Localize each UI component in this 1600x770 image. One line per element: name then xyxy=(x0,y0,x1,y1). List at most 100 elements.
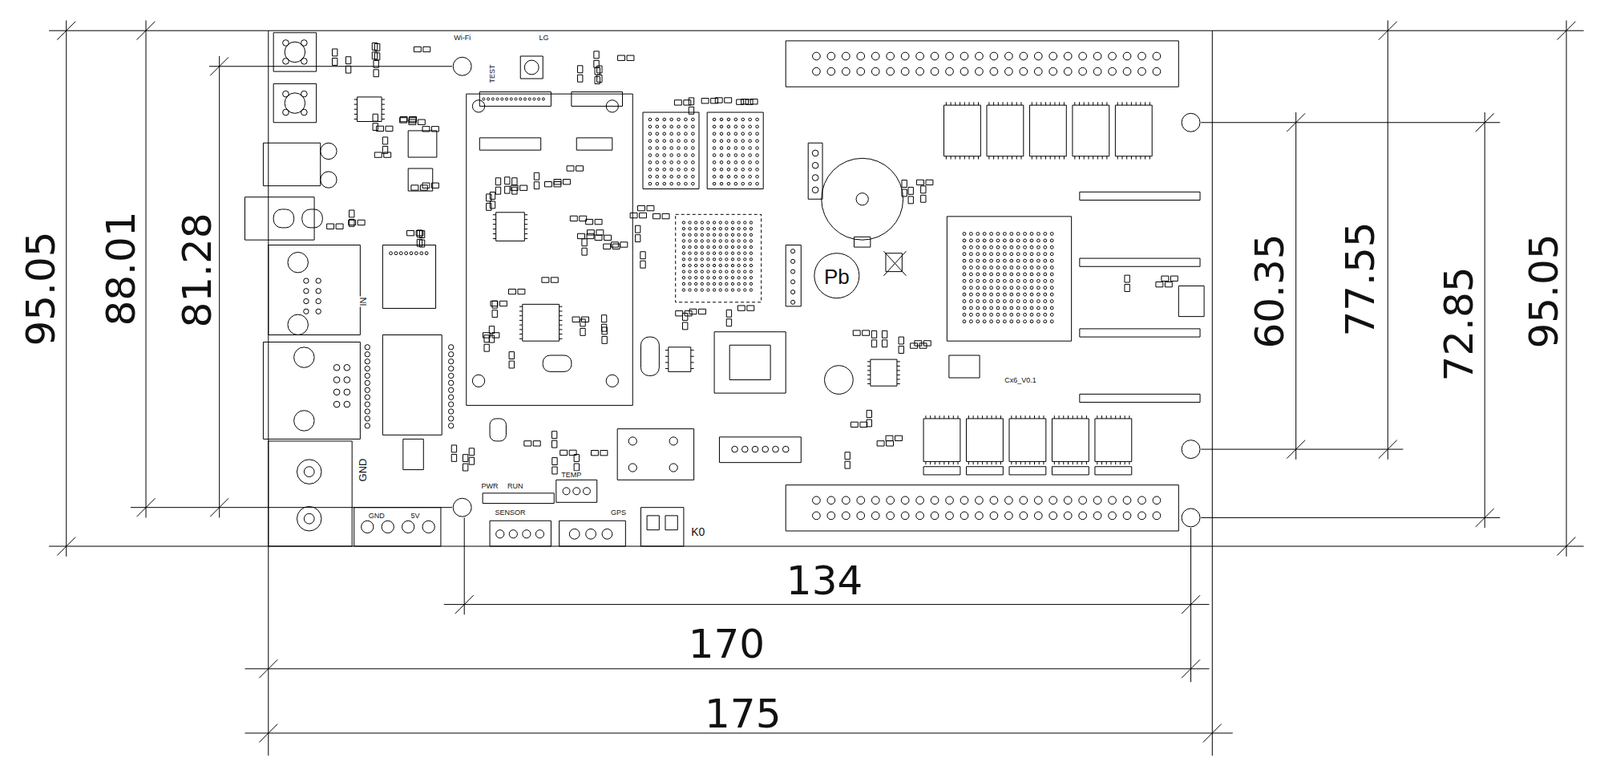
ball xyxy=(694,263,698,267)
header-pin xyxy=(975,496,984,505)
chip-pin xyxy=(1078,101,1080,106)
smd-pad xyxy=(901,189,907,197)
header-pin xyxy=(827,52,836,61)
chip-pin xyxy=(1067,460,1069,465)
pin xyxy=(315,298,321,304)
ball xyxy=(741,132,745,136)
ball xyxy=(731,263,734,267)
ball xyxy=(1030,306,1034,310)
ball xyxy=(1016,266,1020,270)
resistor-array xyxy=(923,466,961,475)
chip-pin xyxy=(1034,460,1035,465)
pin xyxy=(343,388,351,396)
pin xyxy=(448,379,453,385)
ball xyxy=(648,153,652,158)
dimension-line xyxy=(65,20,67,556)
ball xyxy=(719,161,724,165)
ball xyxy=(727,132,731,136)
pin xyxy=(791,249,796,254)
chip-pin xyxy=(559,319,563,321)
ball xyxy=(655,117,659,122)
ball xyxy=(969,232,973,236)
chip-pin xyxy=(1128,460,1130,465)
ball xyxy=(976,238,980,243)
ball xyxy=(727,161,731,165)
ball xyxy=(682,258,685,261)
smd-pad xyxy=(881,330,887,338)
ball xyxy=(731,239,734,243)
ball xyxy=(982,252,986,256)
ball xyxy=(712,263,716,267)
header-pin xyxy=(930,496,939,505)
ball xyxy=(1010,258,1014,263)
chip-pin xyxy=(867,365,871,367)
power-terminal xyxy=(268,440,352,546)
smd-pad xyxy=(600,449,608,455)
ball xyxy=(989,232,994,236)
edge-connectors xyxy=(245,32,361,546)
ball xyxy=(748,125,752,129)
ball xyxy=(670,181,674,186)
ball xyxy=(1002,306,1007,310)
terminal-screw xyxy=(569,528,580,539)
ball xyxy=(962,286,966,290)
ball xyxy=(712,221,716,224)
ball xyxy=(1002,245,1007,249)
ball xyxy=(1036,232,1040,236)
ddr-chip xyxy=(986,105,1024,157)
ball xyxy=(737,288,740,291)
chip-pin xyxy=(950,101,952,106)
dimension-tick xyxy=(1475,113,1495,132)
smd-pad xyxy=(577,74,583,82)
mount-pad xyxy=(287,251,308,272)
ball xyxy=(969,258,973,263)
dimension-tick xyxy=(1557,21,1576,41)
dimension-line xyxy=(1295,112,1297,460)
pin xyxy=(414,251,418,255)
ball xyxy=(691,132,695,136)
smd-pad xyxy=(553,179,562,185)
ball xyxy=(670,168,674,172)
ball xyxy=(670,146,674,150)
ball xyxy=(694,245,698,248)
extension-line xyxy=(1212,30,1584,32)
chip-pin xyxy=(1139,101,1141,106)
smd-pad xyxy=(736,99,744,105)
header-pin xyxy=(1123,52,1132,61)
chip-pin xyxy=(1149,156,1151,160)
module-hole xyxy=(472,374,485,387)
smd-pad xyxy=(489,191,495,199)
dimension-lines xyxy=(48,20,1584,756)
ball xyxy=(1016,286,1020,290)
ball xyxy=(691,146,695,150)
ball xyxy=(755,146,760,150)
ball xyxy=(682,245,685,248)
chip-pin xyxy=(1016,101,1018,106)
chip-pin xyxy=(1101,460,1103,465)
silkscreen-label: Cx6_V0.1 xyxy=(1003,375,1038,384)
ball xyxy=(1016,306,1020,310)
smd-pad xyxy=(509,351,514,360)
ball xyxy=(1010,299,1014,304)
chip-pin xyxy=(1135,156,1137,160)
chip-pin xyxy=(492,233,497,235)
lead-free-text: Pb xyxy=(823,266,851,287)
recycle-cross xyxy=(883,250,906,276)
chip-pin xyxy=(1031,101,1033,106)
ball xyxy=(982,266,986,270)
chip-pin xyxy=(1096,460,1098,465)
dimension-tick xyxy=(210,497,229,517)
pin xyxy=(315,278,321,283)
smd-pad xyxy=(385,125,393,131)
pin xyxy=(448,387,453,392)
ball xyxy=(976,272,980,276)
ball xyxy=(749,263,752,267)
chip-pin xyxy=(948,415,950,419)
smd-pad xyxy=(372,123,378,131)
extension-line xyxy=(48,30,269,32)
chip-pin xyxy=(524,233,528,235)
ball xyxy=(737,282,740,285)
ball xyxy=(670,153,674,158)
ball xyxy=(976,232,980,236)
chip-pin xyxy=(559,324,563,326)
